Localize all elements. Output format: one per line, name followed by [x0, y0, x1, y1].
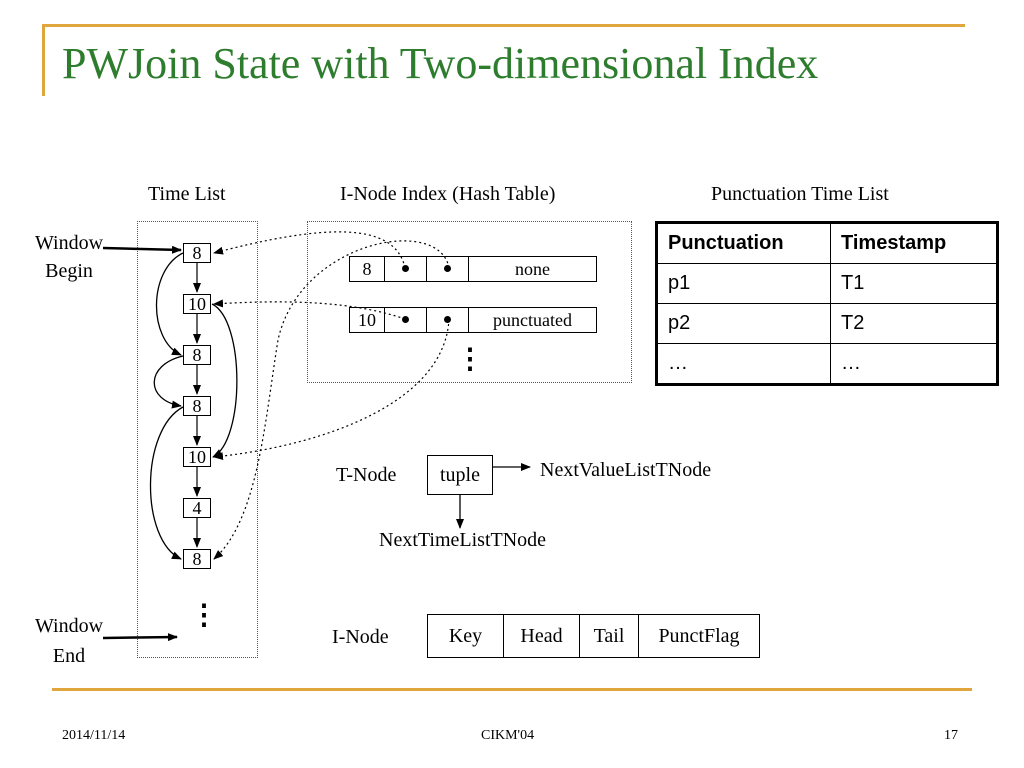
hash-row: 10 punctuated	[349, 307, 597, 333]
footer-venue: CIKM'04	[481, 728, 535, 743]
punctuation-time-list-heading: Punctuation Time List	[711, 183, 889, 205]
hash-table-more-dots: ⋮	[456, 344, 484, 375]
punct-flag: punctuated	[493, 310, 572, 330]
time-list-node: 10	[183, 447, 211, 467]
time-list-node: 8	[183, 345, 211, 365]
pointer-dot-icon	[443, 316, 451, 323]
tnode-label: T-Node	[336, 464, 397, 486]
tnode-tuple-box: tuple	[427, 455, 493, 495]
time-list-node: 10	[183, 294, 211, 314]
hash-table-region	[307, 221, 632, 383]
inode-field: Tail	[580, 615, 639, 657]
time-list-heading: Time List	[148, 183, 226, 205]
window-end-label: Window End	[34, 615, 104, 667]
inode-field: Key	[428, 615, 504, 657]
next-value-label: NextValueListTNode	[540, 459, 712, 481]
table-row: … …	[656, 343, 998, 385]
time-list-node: 8	[183, 396, 211, 416]
footer-page: 17	[944, 728, 958, 743]
time-list-region	[137, 221, 258, 658]
hash-row: 8 none	[349, 256, 597, 282]
time-list-node: 8	[183, 549, 211, 569]
head-pointer-cell	[385, 257, 427, 281]
punctuation-table: Punctuation Timestamp p1 T1 p2 T2 … …	[655, 221, 999, 386]
top-rule	[42, 24, 965, 27]
table-row: p2 T2	[656, 303, 998, 344]
table-cell: …	[830, 343, 998, 385]
pointer-dot-icon	[401, 316, 409, 323]
bottom-rule	[52, 688, 972, 691]
value-list-arcs-left	[149, 252, 184, 560]
column-header: Timestamp	[830, 222, 998, 264]
tail-pointer-cell	[427, 257, 469, 281]
pointer-dot-icon	[401, 265, 409, 272]
hash-key: 8	[350, 257, 385, 281]
tail-pointer-cell	[427, 308, 469, 332]
punct-flag: none	[515, 259, 550, 279]
head-pointer-cell	[385, 308, 427, 332]
value-list-arc-right	[211, 303, 238, 458]
column-header: Punctuation	[656, 222, 831, 264]
inode-index-heading: I-Node Index (Hash Table)	[340, 183, 556, 205]
inode-field: PunctFlag	[658, 625, 740, 647]
next-time-label: NextTimeListTNode	[379, 529, 547, 551]
window-end-arrow	[102, 633, 178, 642]
left-rule	[42, 24, 45, 96]
time-list-more-dots: ⋮	[190, 600, 218, 631]
table-header-row: Punctuation Timestamp	[656, 222, 998, 264]
table-row: p1 T1	[656, 263, 998, 304]
table-cell: T2	[830, 303, 998, 344]
inode-label: I-Node	[332, 626, 389, 648]
inode-field: Head	[504, 615, 580, 657]
table-cell: T1	[830, 263, 998, 304]
time-list-node: 8	[183, 243, 211, 263]
pointer-dot-icon	[443, 265, 451, 272]
window-begin-label: Window Begin	[34, 232, 104, 282]
hash-pointers	[213, 231, 450, 560]
hash-key: 10	[350, 308, 385, 332]
table-cell: p1	[656, 263, 831, 304]
slide-title: PWJoin State with Two-dimensional Index	[62, 39, 819, 88]
footer-date: 2014/11/14	[62, 728, 126, 743]
time-list-node: 4	[183, 498, 211, 518]
table-cell: …	[656, 343, 831, 385]
window-begin-arrow	[102, 245, 182, 254]
inode-structure: Key Head Tail PunctFlag	[427, 614, 760, 658]
